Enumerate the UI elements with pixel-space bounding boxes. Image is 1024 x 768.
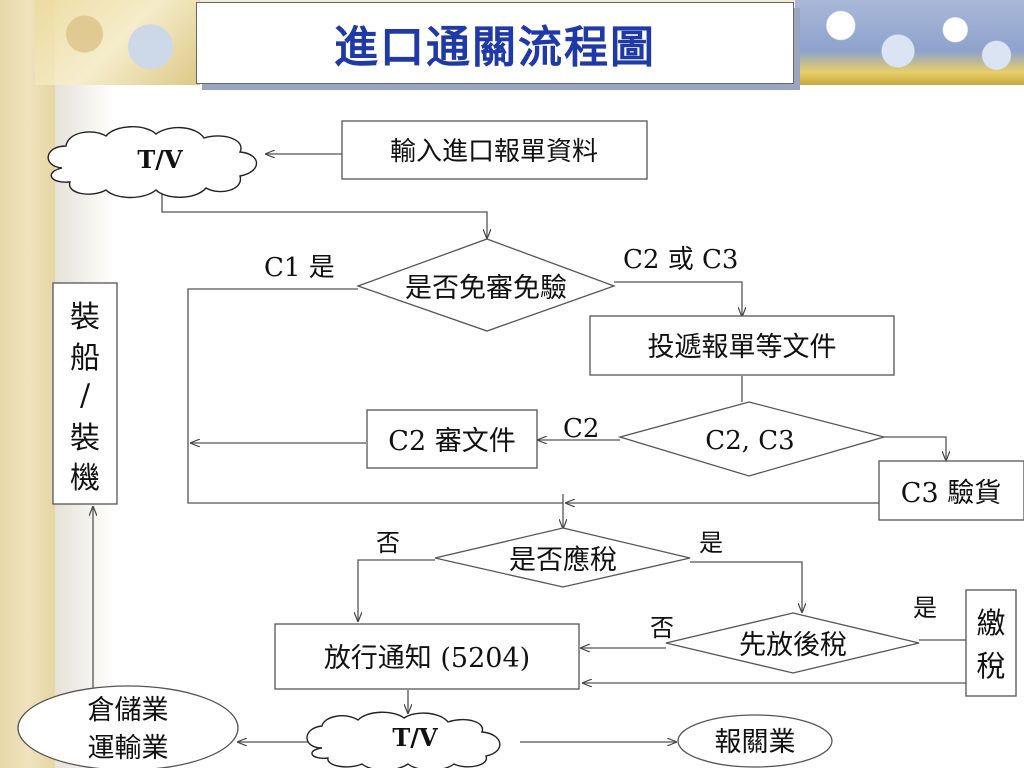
edge-c1-path [187, 288, 563, 504]
label-c1-yes: C1 是 [264, 253, 335, 283]
warehouse-label: 倉儲業 [88, 695, 169, 726]
c3-inspection-label: C3 驗貨 [901, 478, 1001, 509]
pay-tax-box: 繳 稅 [965, 589, 1017, 697]
release-notice-label: 放行通知 (5204) [324, 643, 530, 674]
shipping-loading-char-3: / [80, 378, 91, 413]
shipping-loading-char-5: 機 [70, 461, 100, 496]
label-taxable-no: 否 [376, 529, 400, 557]
submit-docs-box: 投遞報單等文件 [589, 315, 895, 376]
release-first-label: 先放後稅 [739, 630, 847, 661]
edge-exempt-to-submit [614, 281, 742, 316]
tv-top-cloud: T/V [47, 126, 258, 199]
input-declaration-label: 輸入進口報單資料 [390, 137, 598, 167]
submit-docs-label: 投遞報單等文件 [648, 332, 837, 363]
title-box: 進口通關流程圖 [196, 2, 794, 84]
taxable-check-diamond: 是否應稅 [434, 527, 691, 588]
c2-c3-branch-label: C2, C3 [705, 426, 794, 456]
edge-branch-to-c3 [884, 436, 946, 460]
edge-tv-to-exempt [161, 192, 487, 238]
exempt-check-diamond: 是否免審免驗 [356, 238, 616, 332]
c2-review-label: C2 審文件 [388, 426, 515, 457]
customs-broker-ellipse: 報關業 [677, 714, 833, 768]
edge-taxable-yes [690, 561, 802, 612]
pay-tax-char-2: 稅 [976, 649, 1005, 683]
label-c2: C2 [563, 414, 599, 444]
release-notice-box: 放行通知 (5204) [274, 623, 580, 690]
decorative-image-right [795, 0, 1024, 85]
release-first-diamond: 先放後稅 [665, 612, 920, 674]
edge-labels: C1 是 C2 或 C3 C2 否 是 否 是 [264, 245, 937, 642]
exempt-check-label: 是否免審免驗 [405, 273, 567, 304]
edge-taxable-no [358, 559, 435, 621]
tv-bottom-label: T/V [392, 723, 438, 752]
pay-tax-char-1: 繳 [976, 606, 1005, 640]
customs-broker-label: 報關業 [715, 727, 796, 758]
left-decoration-stripe [0, 0, 55, 768]
shipping-loading-char-2: 船 [70, 341, 100, 376]
tv-bottom-cloud: T/V [306, 711, 501, 768]
label-paytax-yes: 是 [913, 594, 937, 622]
decorative-image-left [35, 0, 200, 85]
page-title: 進口通關流程圖 [334, 22, 656, 73]
warehouse-transport-ellipse: 倉儲業 運輸業 [17, 685, 239, 768]
c3-inspection-box: C3 驗貨 [878, 460, 1024, 521]
taxable-check-label: 是否應稅 [509, 545, 617, 576]
tv-top-label: T/V [137, 145, 183, 174]
c2-c3-branch-diamond: C2, C3 [617, 401, 887, 477]
label-c2-or-c3: C2 或 C3 [623, 245, 738, 275]
label-taxable-yes: 是 [699, 529, 723, 557]
input-declaration-box: 輸入進口報單資料 [341, 120, 648, 180]
shipping-loading-box: 裝 船 / 裝 機 [52, 282, 118, 505]
transport-label: 運輸業 [88, 733, 169, 764]
connectors [93, 154, 966, 742]
shipping-loading-char-4: 裝 [70, 421, 100, 456]
label-releasefirst-no: 否 [650, 614, 674, 642]
shipping-loading-char-1: 裝 [70, 300, 100, 335]
c2-review-box: C2 審文件 [366, 409, 538, 469]
